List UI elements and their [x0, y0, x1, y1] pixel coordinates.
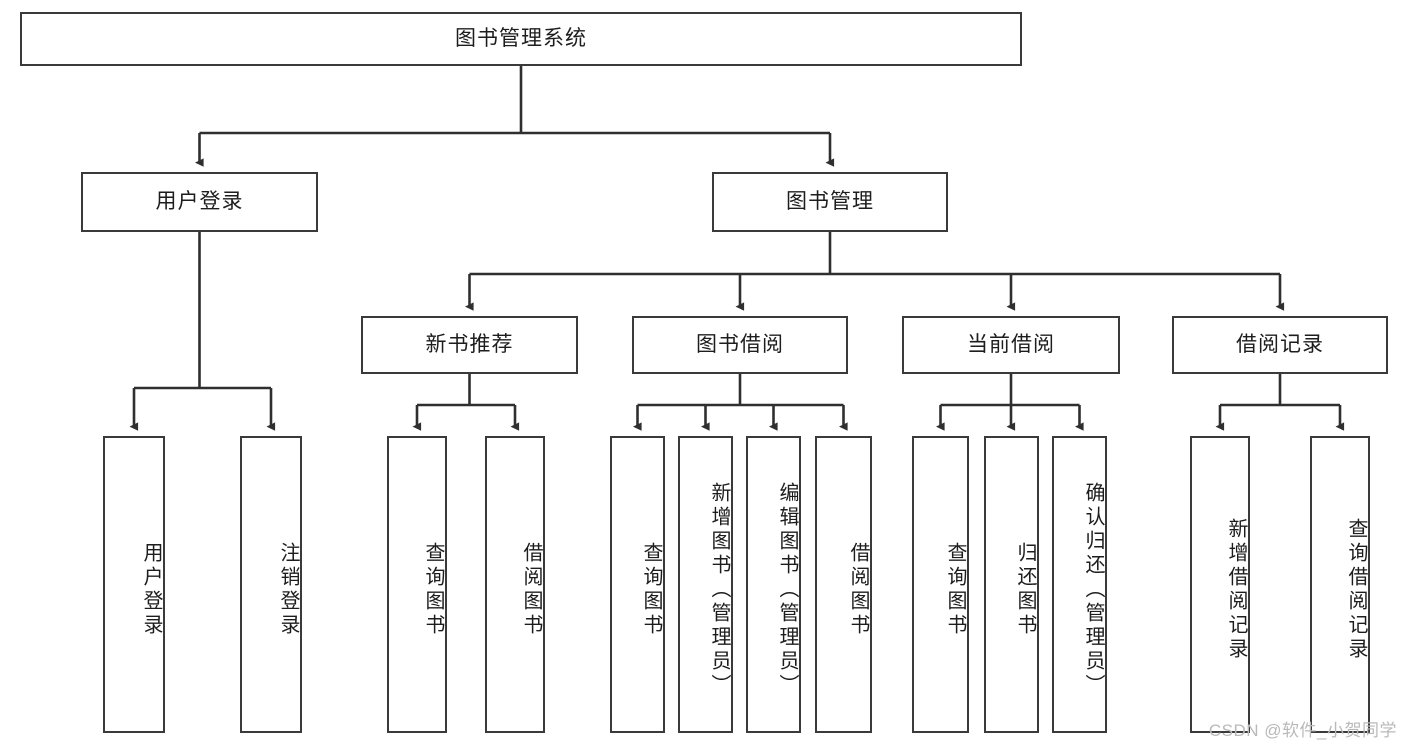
node-user-login[interactable]: 用户登录: [81, 172, 318, 232]
node-leaf-borrow-book-2[interactable]: 借阅图书: [815, 436, 872, 733]
node-leaf-query-book-3-label: 查询图书: [944, 541, 966, 638]
node-leaf-query-book-1-label: 查询图书: [422, 541, 444, 638]
node-leaf-query-record[interactable]: 查询借阅记录: [1310, 436, 1370, 733]
node-leaf-user-login[interactable]: 用户登录: [103, 436, 165, 733]
node-current-borrow-label: 当前借阅: [967, 333, 1055, 357]
node-leaf-user-login-label: 用户登录: [140, 541, 162, 638]
node-borrow-record-label: 借阅记录: [1236, 333, 1324, 357]
node-leaf-logout-login[interactable]: 注销登录: [240, 436, 302, 733]
node-borrow-record[interactable]: 借阅记录: [1172, 316, 1388, 374]
node-leaf-return-book[interactable]: 归还图书: [984, 436, 1039, 733]
node-book-management[interactable]: 图书管理: [712, 172, 948, 232]
node-book-borrow-label: 图书借阅: [696, 333, 784, 357]
node-leaf-add-book[interactable]: 新增图书（管理员）: [678, 436, 733, 733]
node-root-system[interactable]: 图书管理系统: [20, 12, 1022, 66]
node-leaf-query-book-2-label: 查询图书: [640, 541, 662, 638]
node-book-management-label: 图书管理: [786, 190, 874, 214]
node-leaf-borrow-book-1-label: 借阅图书: [520, 541, 542, 638]
node-leaf-confirm-return-label: 确认归还（管理员）: [1082, 481, 1104, 698]
node-leaf-return-book-label: 归还图书: [1014, 541, 1036, 638]
node-book-borrow[interactable]: 图书借阅: [632, 316, 848, 374]
node-leaf-edit-book-label: 编辑图书（管理员）: [776, 481, 798, 698]
node-user-login-label: 用户登录: [155, 190, 244, 214]
node-leaf-query-record-label: 查询借阅记录: [1345, 517, 1367, 662]
node-leaf-query-book-3[interactable]: 查询图书: [912, 436, 969, 733]
node-new-book-recommend[interactable]: 新书推荐: [361, 316, 578, 374]
node-leaf-query-book-2[interactable]: 查询图书: [610, 436, 665, 733]
node-leaf-add-record[interactable]: 新增借阅记录: [1190, 436, 1250, 733]
node-leaf-borrow-book-2-label: 借阅图书: [847, 541, 869, 638]
node-leaf-add-record-label: 新增借阅记录: [1225, 517, 1247, 662]
node-leaf-borrow-book-1[interactable]: 借阅图书: [485, 436, 545, 733]
node-leaf-edit-book[interactable]: 编辑图书（管理员）: [746, 436, 801, 733]
node-leaf-confirm-return[interactable]: 确认归还（管理员）: [1052, 436, 1107, 733]
node-leaf-add-book-label: 新增图书（管理员）: [708, 481, 730, 698]
node-root-system-label: 图书管理系统: [455, 27, 587, 51]
node-leaf-query-book-1[interactable]: 查询图书: [387, 436, 447, 733]
watermark-label: CSDN @软件_小贺同学: [1208, 721, 1397, 740]
node-current-borrow[interactable]: 当前借阅: [902, 316, 1120, 374]
node-new-book-recommend-label: 新书推荐: [425, 333, 514, 357]
node-leaf-logout-login-label: 注销登录: [277, 541, 299, 638]
